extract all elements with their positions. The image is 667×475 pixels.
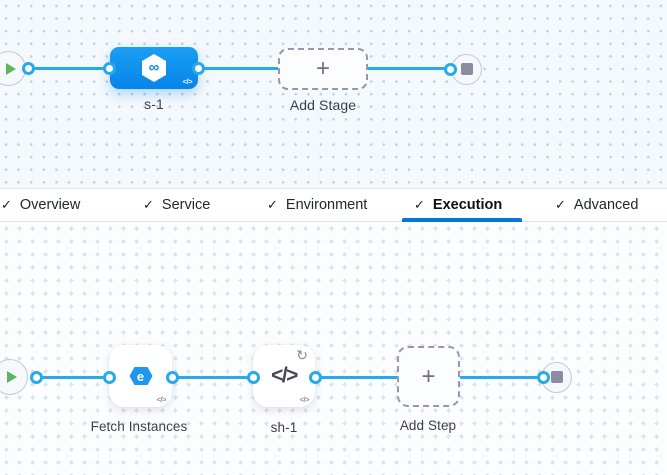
tab-advanced[interactable]: ✓ Advanced: [555, 197, 639, 213]
tab-environment[interactable]: ✓ Environment: [267, 197, 368, 213]
edge-addstep-to-end: [459, 375, 544, 379]
execution-end-node: [541, 361, 572, 393]
add-stage-label: Add Stage: [289, 97, 357, 113]
tab-service[interactable]: ✓ Service: [143, 197, 211, 213]
active-tab-underline: [402, 218, 522, 222]
check-icon: ✓: [267, 197, 278, 213]
stage-label: s-1: [144, 96, 164, 112]
stop-icon: [550, 371, 563, 383]
play-icon: [5, 62, 16, 75]
port-exec-start-out[interactable]: [29, 371, 43, 384]
port-fetch-in[interactable]: [102, 371, 116, 384]
edge-start-to-fetch: [36, 375, 110, 379]
step-label-fetch-instances: Fetch Instances: [90, 419, 188, 434]
check-icon: ✓: [555, 197, 566, 213]
edge-fetch-to-sh: [172, 375, 254, 379]
stop-icon: [460, 63, 473, 75]
code-icon[interactable]: </>: [156, 395, 167, 404]
tab-overview[interactable]: ✓ Overview: [1, 197, 81, 213]
fetch-instances-icon: e: [127, 362, 155, 390]
execution-graph-canvas[interactable]: e </> Fetch Instances ↻ </> </> sh-1 + A…: [0, 222, 667, 475]
shell-script-icon: </>: [271, 364, 298, 387]
check-icon: ✓: [414, 197, 425, 213]
execution-start-node: [0, 359, 28, 395]
tab-execution[interactable]: ✓ Execution: [414, 197, 503, 213]
step-node-sh-1[interactable]: ↻ </> </>: [253, 345, 315, 407]
check-icon: ✓: [1, 197, 12, 213]
add-step-label: Add Step: [399, 418, 457, 433]
stage-node-s1[interactable]: ∞ </>: [110, 47, 198, 89]
step-node-fetch-instances[interactable]: e </>: [109, 345, 172, 407]
port-stage-out[interactable]: [191, 62, 205, 75]
code-icon[interactable]: </>: [182, 77, 193, 86]
port-end-in[interactable]: [443, 62, 457, 76]
edge-stage-to-addstage: [196, 67, 280, 70]
stage-config-tab-bar: ✓ Overview ✓ Service ✓ Environment ✓ Exe…: [0, 188, 667, 222]
port-fetch-out[interactable]: [165, 371, 179, 384]
edge-start-to-stage: [28, 67, 110, 70]
port-start-out[interactable]: [21, 62, 35, 75]
port-sh-in[interactable]: [246, 371, 260, 384]
edge-addstage-to-end: [366, 67, 450, 70]
fetch-letter-glyph: e: [136, 368, 145, 384]
plus-icon: +: [315, 55, 330, 82]
add-step-button[interactable]: +: [397, 346, 460, 407]
play-icon: [7, 371, 17, 383]
edge-sh-to-addstep: [315, 375, 398, 379]
plus-icon: +: [421, 362, 436, 390]
add-stage-button[interactable]: +: [278, 48, 368, 90]
cd-stage-icon: ∞: [137, 51, 171, 85]
infinity-icon: ∞: [148, 59, 160, 76]
stage-graph-canvas[interactable]: ∞ </> s-1 + Add Stage: [0, 0, 667, 188]
code-icon[interactable]: </>: [299, 395, 310, 404]
loop-strategy-icon[interactable]: ↻: [296, 348, 308, 364]
port-exec-end-in[interactable]: [536, 371, 550, 384]
port-stage-in[interactable]: [102, 62, 116, 75]
check-icon: ✓: [143, 197, 154, 213]
port-sh-out[interactable]: [308, 371, 322, 384]
step-label-sh-1: sh-1: [270, 420, 298, 435]
